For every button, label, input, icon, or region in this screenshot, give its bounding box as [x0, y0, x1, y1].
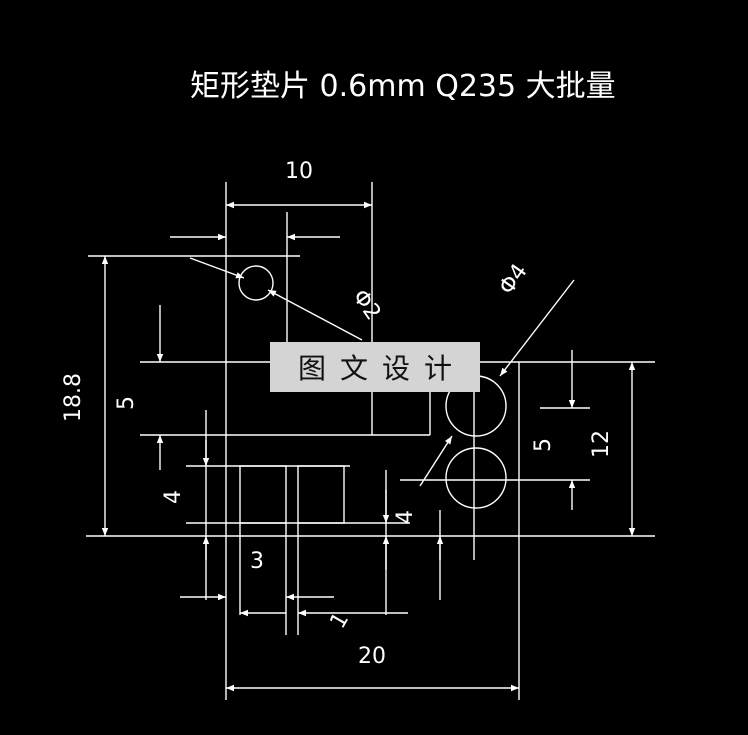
dim-left-mid: 5 — [114, 396, 139, 410]
dim-right-height: 12 — [589, 430, 614, 458]
watermark-banner: 图文设计 — [270, 342, 480, 392]
dim-right-hole-spacing: 5 — [531, 438, 556, 452]
dimension-lines — [101, 201, 636, 692]
part-outline — [86, 182, 655, 700]
dim-top-width: 10 — [285, 159, 313, 184]
dim-large-hole: Φ4 — [494, 259, 532, 299]
dim-small-hole: Φ2 — [347, 285, 385, 325]
dim-right-slot: 4 — [393, 510, 418, 524]
dim-left-slot: 4 — [161, 490, 186, 504]
dim-overall-height: 18.8 — [61, 373, 86, 422]
dim-overall-width: 20 — [358, 644, 386, 669]
drawing-title: 矩形垫片 0.6mm Q235 大批量 — [190, 69, 616, 104]
watermark-label: 图文设计 — [297, 352, 466, 385]
dim-slot-width: 3 — [250, 549, 264, 574]
dim-slot-gap: 1 — [326, 608, 355, 633]
